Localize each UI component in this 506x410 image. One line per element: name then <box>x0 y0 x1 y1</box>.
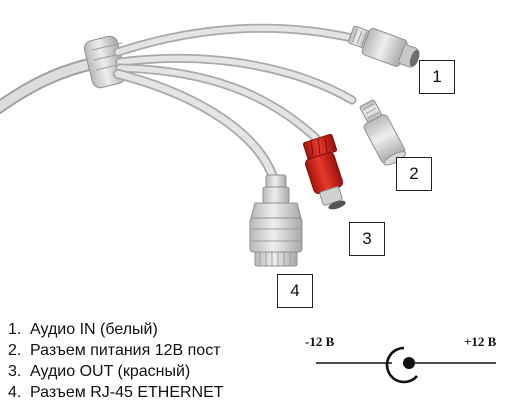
legend-text: Разъем питания 12В пост <box>30 342 221 359</box>
legend-item: 2. Разъем питания 12В пост <box>8 340 224 361</box>
negative-label: -12 В <box>305 334 335 349</box>
legend-number: 2. <box>8 342 22 359</box>
legend-item: 4. Разъем RJ-45 ETHERNET <box>8 382 224 403</box>
legend-text: Разъем RJ-45 ETHERNET <box>30 384 224 401</box>
legend-number: 1. <box>8 321 22 338</box>
legend-text: Аудио IN (белый) <box>30 321 158 338</box>
legend-number: 3. <box>8 363 22 380</box>
positive-label: +12 В <box>464 334 497 349</box>
callout-2: 2 <box>396 157 432 191</box>
cable-assembly-photo <box>0 23 420 267</box>
callout-1: 1 <box>419 60 455 94</box>
polarity-arc <box>385 346 418 384</box>
connector-power <box>359 99 407 166</box>
connector-audio-in <box>348 25 420 68</box>
legend-number: 4. <box>8 384 22 401</box>
callout-4: 4 <box>277 274 313 308</box>
polarity-symbol <box>316 346 496 384</box>
legend-item: 3. Аудио OUT (красный) <box>8 361 224 382</box>
legend-text: Аудио OUT (красный) <box>30 363 191 380</box>
connector-audio-out <box>302 133 346 210</box>
legend-item: 1. Аудио IN (белый) <box>8 319 224 340</box>
connector-ethernet <box>249 174 303 267</box>
polarity-center-dot <box>403 357 415 369</box>
connector-legend: 1. Аудио IN (белый) 2. Разъем питания 12В … <box>8 319 224 403</box>
callout-3: 3 <box>349 222 385 256</box>
